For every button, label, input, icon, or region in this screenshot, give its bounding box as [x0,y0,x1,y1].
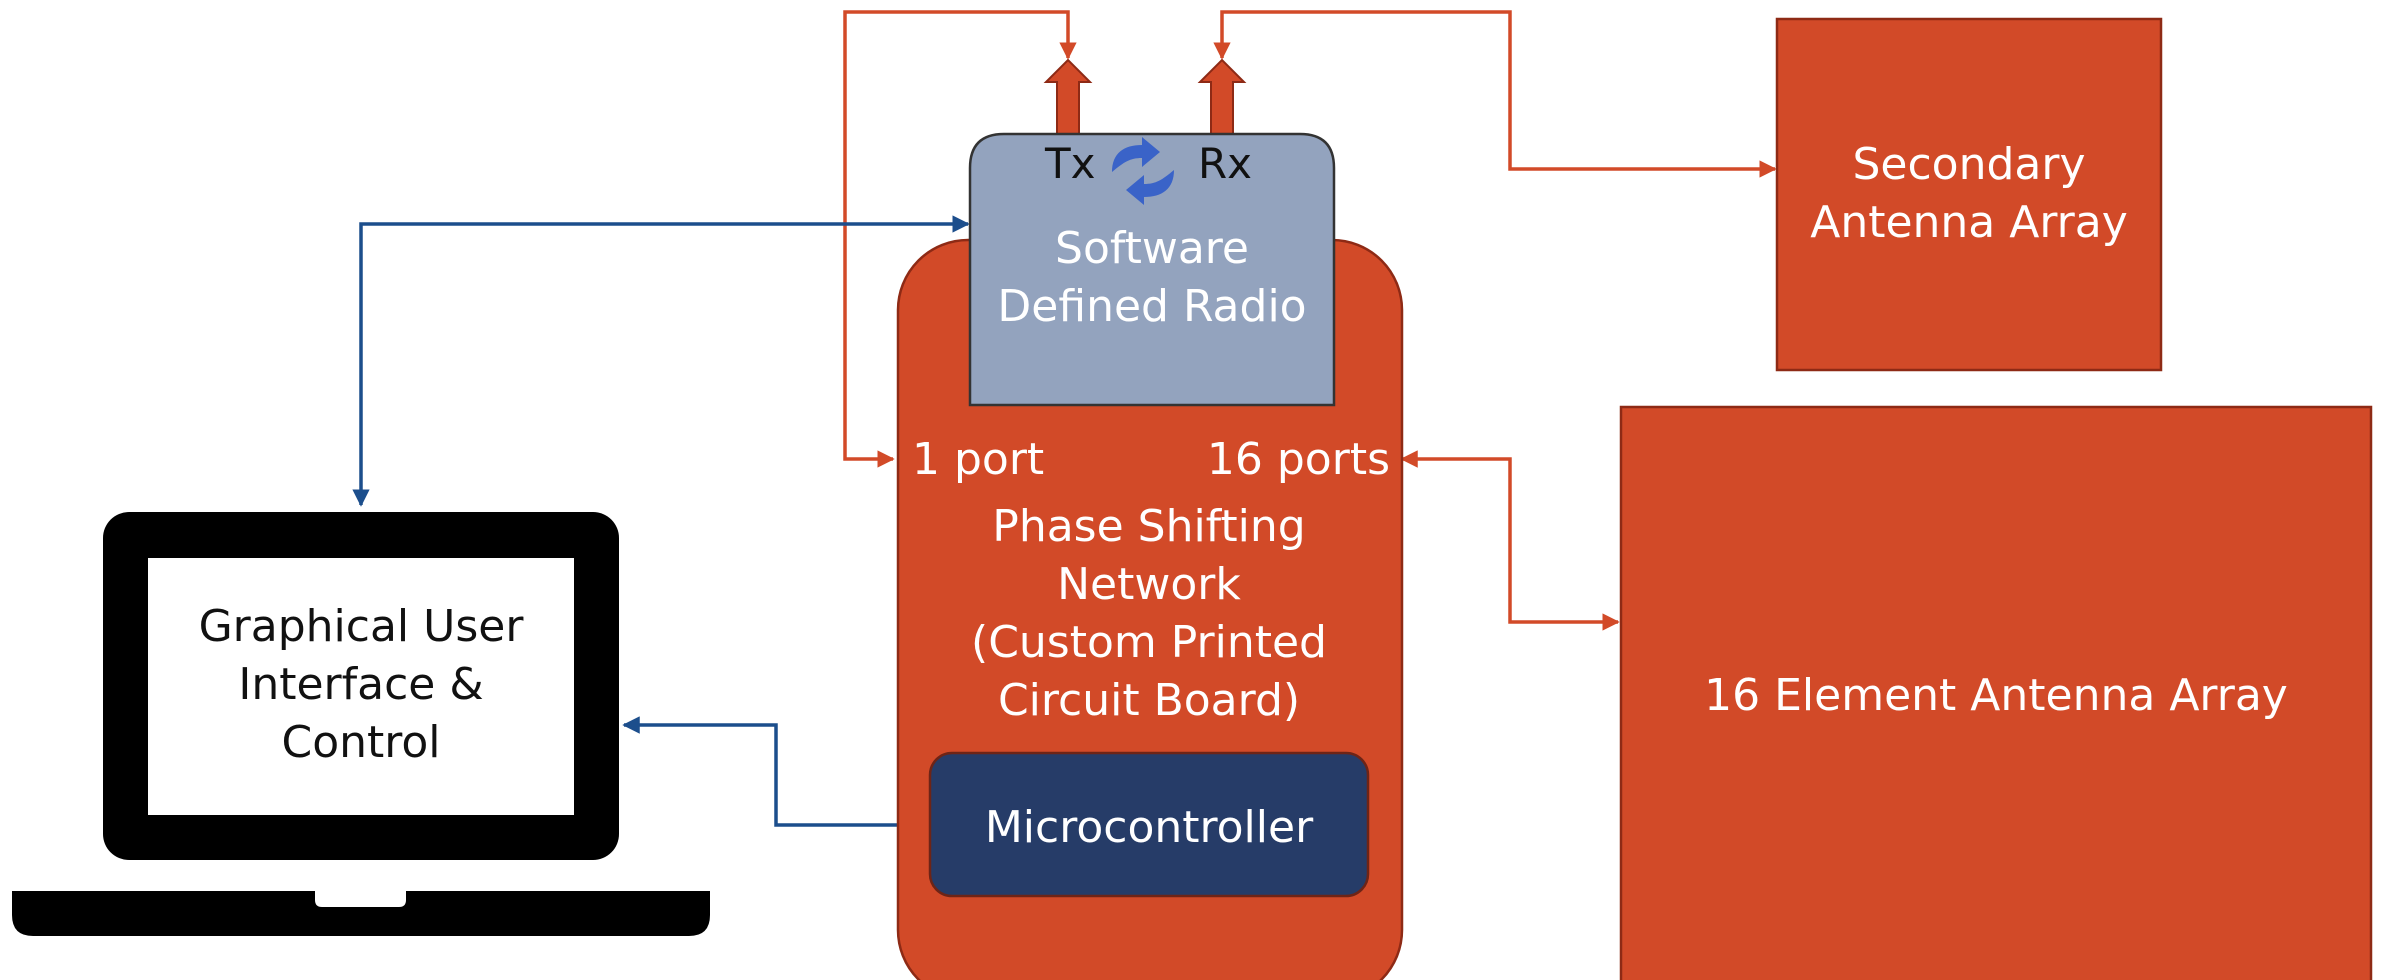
main-array-label: 16 Element Antenna Array [1704,670,2288,721]
connector-laptop-to-sdr [352,215,970,507]
secondary-array-label-line2: Antenna Array [1810,197,2128,248]
microcontroller: Microcontroller [928,751,1370,898]
laptop-icon [12,512,710,936]
connector-16ports-to-main-array [1400,450,1620,631]
main-antenna-array: 16 Element Antenna Array [1619,405,2373,980]
psn-port-left-label: 1 port [912,434,1044,485]
psn-title-line1: Phase Shifting [992,501,1305,552]
connector-laptop-to-mcu [622,716,931,834]
sdr-tx-label: Tx [1044,139,1096,188]
sdr-title-line2: Defined Radio [997,281,1306,332]
connector-rx-to-secondary-array [1213,10,1777,178]
psn-title-line4: Circuit Board) [998,675,1300,726]
psn-port-right-label: 16 ports [1207,434,1390,485]
secondary-antenna-array: Secondary Antenna Array [1775,17,2163,372]
phase-shifting-network: 1 port 16 ports Phase Shifting Network (… [896,238,1404,980]
secondary-array-label-line1: Secondary [1852,139,2085,190]
sdr-rx-label: Rx [1198,139,1252,188]
psn-title-line3: (Custom Printed [971,617,1327,668]
psn-title-line2: Network [1057,559,1241,610]
tx-port-arrow [1043,58,1093,136]
swap-arrows-icon [1112,137,1174,205]
gui-label-line2: Interface & [238,659,483,710]
mcu-label: Microcontroller [985,802,1314,853]
gui-label-line3: Control [281,717,440,768]
sdr-title-line1: Software [1055,223,1249,274]
gui-label-line1: Graphical User [199,601,525,652]
software-defined-radio: Tx Rx Software Defined Radio [968,132,1336,407]
rx-port-arrow [1197,58,1247,136]
